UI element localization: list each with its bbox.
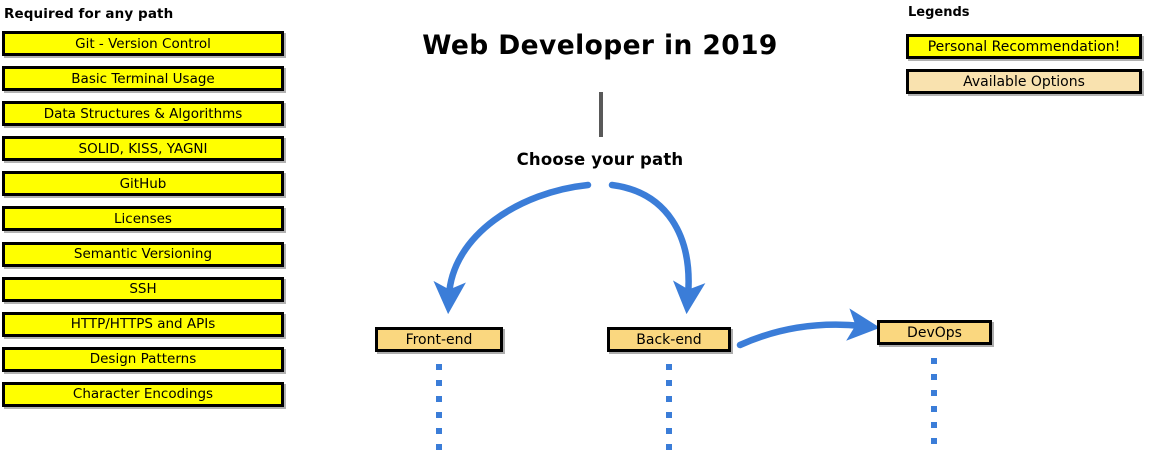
dotted-trail-devops: [931, 358, 937, 454]
legend-available-options: Available Options: [906, 69, 1142, 94]
trail-dot: [666, 428, 672, 434]
path-box-backend[interactable]: Back-end: [607, 327, 731, 352]
dotted-trail-backend: [666, 364, 672, 460]
required-topic-http-apis[interactable]: HTTP/HTTPS and APIs: [2, 311, 284, 337]
legends-column: Legends Personal Recommendation! Availab…: [906, 0, 1146, 94]
choose-path-label: Choose your path: [516, 150, 684, 169]
legends-heading: Legends: [908, 5, 970, 20]
required-topic-label: Basic Terminal Usage: [71, 70, 215, 87]
required-topic-terminal[interactable]: Basic Terminal Usage: [2, 66, 284, 92]
required-topic-label: Character Encodings: [72, 386, 214, 403]
required-topic-github[interactable]: GitHub: [2, 171, 284, 197]
path-box-label: Front-end: [405, 331, 473, 348]
trail-dot: [931, 374, 937, 380]
trail-dot: [931, 438, 937, 444]
required-topic-character-encodings[interactable]: Character Encodings: [2, 381, 284, 407]
trail-dot: [931, 390, 937, 396]
trail-dot: [436, 364, 442, 370]
required-topic-git[interactable]: Git - Version Control: [2, 31, 284, 56]
trail-dot: [436, 412, 442, 418]
required-topic-label: Git - Version Control: [75, 35, 211, 52]
required-topic-label: Semantic Versioning: [73, 246, 213, 263]
path-box-frontend[interactable]: Front-end: [375, 327, 503, 352]
required-topic-licenses[interactable]: Licenses: [2, 206, 284, 232]
required-topic-label: Licenses: [114, 210, 172, 227]
trail-dot: [666, 380, 672, 386]
trail-dot: [436, 444, 442, 450]
trail-dot: [436, 380, 442, 386]
required-topic-label: Design Patterns: [89, 351, 197, 368]
required-topic-label: SOLID, KISS, YAGNI: [78, 140, 208, 157]
dotted-trail-frontend: [436, 364, 442, 460]
required-topic-label: SSH: [129, 281, 157, 298]
required-column-heading: Required for any path: [4, 6, 174, 22]
required-topic-data-structures[interactable]: Data Structures & Algorithms: [2, 101, 284, 127]
required-topic-semantic-versioning[interactable]: Semantic Versioning: [2, 241, 284, 267]
trail-dot: [436, 396, 442, 402]
legend-label: Personal Recommendation!: [927, 38, 1121, 55]
required-topic-solid-kiss-yagni[interactable]: SOLID, KISS, YAGNI: [2, 136, 284, 162]
required-topics-list: Git - Version Control Basic Terminal Usa…: [2, 31, 294, 407]
legend-personal-recommendation: Personal Recommendation!: [906, 34, 1142, 59]
required-topic-design-patterns[interactable]: Design Patterns: [2, 346, 284, 372]
diagram-center-area: Web Developer in 2019 Choose your path: [300, 0, 900, 460]
required-topic-label: HTTP/HTTPS and APIs: [70, 316, 216, 333]
path-box-label: DevOps: [907, 324, 962, 341]
trail-dot: [931, 358, 937, 364]
required-topics-column: Required for any path Git - Version Cont…: [2, 0, 294, 417]
page-title: Web Developer in 2019: [422, 30, 778, 61]
trail-dot: [666, 444, 672, 450]
trail-dot: [666, 412, 672, 418]
trail-dot: [931, 422, 937, 428]
legend-label: Available Options: [963, 73, 1085, 90]
trail-dot: [931, 406, 937, 412]
trail-dot: [436, 428, 442, 434]
path-box-label: Back-end: [636, 331, 702, 348]
required-topic-ssh[interactable]: SSH: [2, 276, 284, 302]
trail-dot: [666, 364, 672, 370]
required-topic-label: Data Structures & Algorithms: [43, 105, 243, 122]
trail-dot: [666, 396, 672, 402]
path-box-devops[interactable]: DevOps: [877, 320, 992, 345]
trunk-connector-line: [599, 92, 603, 137]
required-topic-label: GitHub: [119, 175, 167, 192]
